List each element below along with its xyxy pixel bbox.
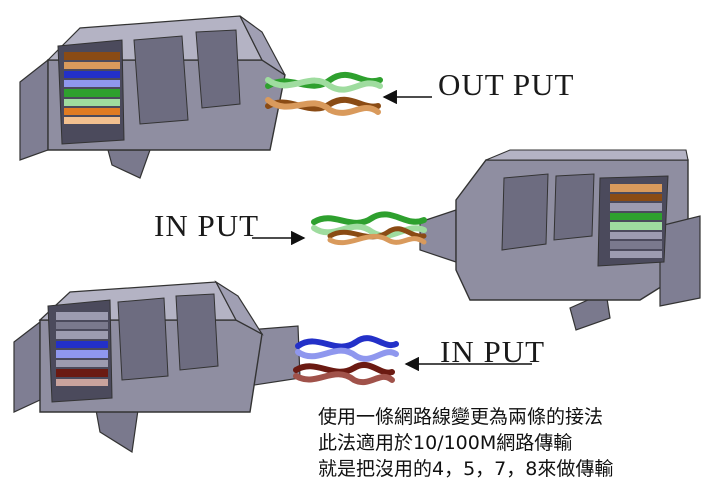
label-input-bottom: IN PUT: [440, 334, 545, 369]
twisted-pairs-input-bottom: [293, 335, 399, 385]
twisted-pairs-input-middle: [311, 211, 427, 246]
contact-strips-output: [64, 52, 120, 124]
explanation-notes: 使用一條網路線變更為兩條的接法 此法適用於10/100M網路傳輸 就是把沒用的4…: [318, 404, 613, 482]
label-input-middle: IN PUT: [154, 208, 259, 243]
note-line: 使用一條網路線變更為兩條的接法: [318, 406, 604, 428]
note-line: 此法適用於10/100M網路傳輸: [318, 432, 573, 454]
twisted-pairs-output: [265, 72, 383, 116]
contact-strips-input-middle: [610, 184, 662, 258]
rj45-connector-input-middle: [419, 149, 701, 331]
rj45-connector-output: [19, 15, 286, 179]
note-line: 就是把沒用的4，5，7，8來做傳輸: [318, 458, 614, 480]
label-output: OUT PUT: [438, 67, 574, 102]
contact-strips-input-bottom: [56, 312, 108, 386]
